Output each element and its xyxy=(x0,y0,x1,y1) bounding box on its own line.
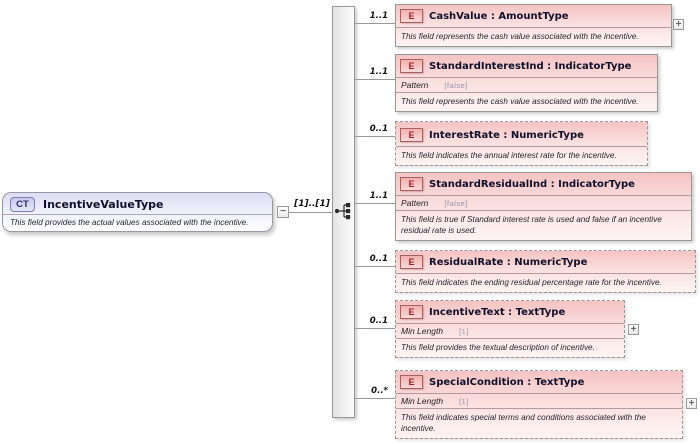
cardinality-label-incentivetext: 0..1 xyxy=(369,316,388,326)
facet-value: [1] xyxy=(459,327,469,336)
element-title: ResidualRate : NumericType xyxy=(429,256,588,268)
facet-value: [false] xyxy=(444,81,468,90)
element-badge-icon: E xyxy=(400,59,423,73)
element-header: E ResidualRate : NumericType xyxy=(396,251,695,271)
cardinality-label-standardresidualind: 1..1 xyxy=(369,191,388,201)
connector-line-cashvalue xyxy=(355,23,395,24)
facet-row: Pattern [false] xyxy=(396,195,691,211)
element-annotation: This field indicates special terms and c… xyxy=(401,413,646,434)
expand-icon-cashvalue[interactable]: + xyxy=(673,19,684,30)
connector-line-incentivetext xyxy=(355,328,395,329)
element-annotation: This field is true if Standard interest … xyxy=(401,215,662,236)
element-badge-icon: E xyxy=(400,128,423,142)
element-box-specialcondition[interactable]: E SpecialCondition : TextType Min Length… xyxy=(395,370,683,440)
element-header: E IncentiveText : TextType xyxy=(396,301,624,321)
element-header: E SpecialCondition : TextType xyxy=(396,371,682,391)
element-box-residualrate[interactable]: E ResidualRate : NumericType This field … xyxy=(395,250,696,294)
element-title: IncentiveText : TextType xyxy=(429,306,566,318)
connector-line-specialcondition xyxy=(355,398,395,399)
connector-line-standardresidualind xyxy=(355,203,395,204)
element-header: E StandardInterestInd : IndicatorType xyxy=(396,55,657,75)
facet-value: [false] xyxy=(444,199,468,208)
complextype-title: IncentiveValueType xyxy=(43,198,164,211)
connector-line-interestrate xyxy=(355,136,395,137)
facet-label: Min Length xyxy=(401,326,444,336)
element-title: SpecialCondition : TextType xyxy=(429,376,585,388)
element-title: StandardResidualInd : IndicatorType xyxy=(429,178,635,190)
facet-value: [1] xyxy=(459,397,469,406)
element-title: CashValue : AmountType xyxy=(429,10,569,22)
connector-line-root xyxy=(289,212,332,213)
element-annotation: This field indicates the ending residual… xyxy=(396,273,695,292)
element-title: StandardInterestInd : IndicatorType xyxy=(429,60,632,72)
element-badge-icon: E xyxy=(400,9,423,23)
cardinality-label-residualrate: 0..1 xyxy=(369,254,388,264)
expand-icon-specialcondition[interactable]: + xyxy=(686,398,697,409)
complextype-annotation: This field provides the actual values as… xyxy=(3,214,272,231)
connector-line-standardinterestind xyxy=(355,79,395,80)
connector-line-residualrate xyxy=(355,266,395,267)
element-badge-icon: E xyxy=(400,255,423,269)
cardinality-label-root: [1]..[1] xyxy=(294,199,330,209)
facet-row: Min Length [1] xyxy=(396,323,624,339)
facet-row: Min Length [1] xyxy=(396,393,682,409)
element-badge-icon: E xyxy=(400,375,423,389)
element-box-standardinterestind[interactable]: E StandardInterestInd : IndicatorType Pa… xyxy=(395,54,658,113)
element-badge-icon: E xyxy=(400,305,423,319)
facet-row: Pattern [false] xyxy=(396,77,657,93)
element-box-incentivetext[interactable]: E IncentiveText : TextType Min Length [1… xyxy=(395,300,625,359)
sequence-icon xyxy=(334,203,351,220)
element-annotation: This field indicates the annual interest… xyxy=(396,146,647,165)
element-box-cashvalue[interactable]: E CashValue : AmountType This field repr… xyxy=(395,4,672,48)
facet-label: Min Length xyxy=(401,396,444,406)
cardinality-label-interestrate: 0..1 xyxy=(369,124,388,134)
element-box-interestrate[interactable]: E InterestRate : NumericType This field … xyxy=(395,121,648,167)
expand-icon-incentivetext[interactable]: + xyxy=(628,324,639,335)
element-title: InterestRate : NumericType xyxy=(429,129,584,141)
collapse-icon[interactable]: − xyxy=(277,206,289,218)
element-annotation: This field represents the cash value ass… xyxy=(396,27,671,46)
cardinality-label-specialcondition: 0..* xyxy=(371,386,388,396)
complextype-box-incentivevaluetype[interactable]: CT IncentiveValueType This field provide… xyxy=(2,192,273,232)
element-header: E InterestRate : NumericType xyxy=(396,122,647,144)
element-annotation: This field represents the cash value ass… xyxy=(401,97,639,106)
cardinality-label-standardinterestind: 1..1 xyxy=(369,67,388,77)
complextype-badge-icon: CT xyxy=(10,197,35,212)
element-badge-icon: E xyxy=(400,177,423,191)
facet-label: Pattern xyxy=(401,198,429,208)
element-header: E CashValue : AmountType xyxy=(396,5,671,25)
cardinality-label-cashvalue: 1..1 xyxy=(369,11,388,21)
element-annotation: This field provides the textual descript… xyxy=(401,343,595,352)
element-header: E StandardResidualInd : IndicatorType xyxy=(396,173,691,193)
facet-label: Pattern xyxy=(401,80,429,90)
element-box-standardresidualind[interactable]: E StandardResidualInd : IndicatorType Pa… xyxy=(395,172,692,242)
complextype-header: CT IncentiveValueType xyxy=(3,193,272,214)
